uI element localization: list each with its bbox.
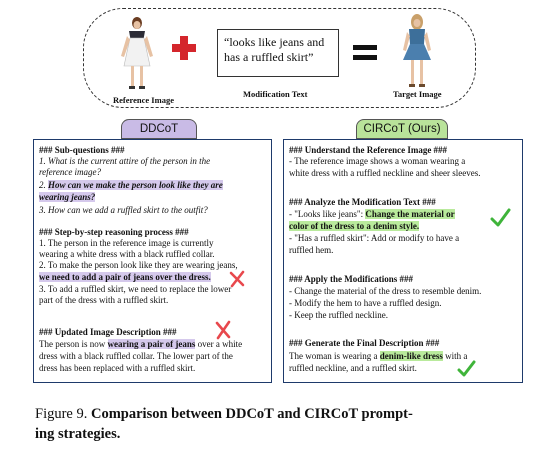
check-icon bbox=[457, 360, 476, 377]
ddcot-updated-heading: ### Updated Image Description ### bbox=[39, 327, 177, 337]
ddcot-q2-line1: 2. How can we make the person look like … bbox=[39, 180, 223, 191]
circot-analyze-line2: color of the dress to a denim style. bbox=[289, 221, 420, 232]
circot-analyze-highlight: Change the material or bbox=[365, 209, 455, 219]
ddcot-tag: DDCoT bbox=[121, 119, 197, 139]
circot-apply-line1: - Change the material of the dress to re… bbox=[289, 286, 482, 296]
ddcot-panel bbox=[33, 139, 272, 383]
ddcot-q1-line2: reference image? bbox=[39, 167, 102, 177]
target-image bbox=[403, 14, 431, 87]
figure-caption-line1: Figure 9. Comparison between DDCoT and C… bbox=[35, 404, 535, 424]
ddcot-desc-line1: The person is now wearing a pair of jean… bbox=[39, 339, 242, 350]
circot-generate-pre: The woman is wearing a bbox=[289, 351, 380, 361]
ddcot-step1-line2: wearing a white dress with a black ruffl… bbox=[39, 249, 215, 259]
modification-text-line1: “looks like jeans and bbox=[224, 35, 325, 49]
reference-image bbox=[121, 17, 153, 89]
ddcot-step3-line2: part of the dress with a ruffled skirt. bbox=[39, 295, 169, 305]
figure-caption: Figure 9. Comparison between DDCoT and C… bbox=[35, 404, 535, 444]
circot-generate-line1: The woman is wearing a denim-like dress … bbox=[289, 351, 467, 362]
ddcot-desc-line3: dress has been replaced with a ruffled s… bbox=[39, 363, 196, 373]
ddcot-desc-line2: dress with a black ruffled collar. The l… bbox=[39, 351, 233, 361]
circot-analyze-line1: - "Looks like jeans": Change the materia… bbox=[289, 209, 455, 220]
ddcot-step3-line1: 3. To add a ruffled skirt, we need to re… bbox=[39, 284, 232, 294]
ddcot-q3: 3. How can we add a ruffled skirt to the… bbox=[39, 205, 208, 215]
circot-understand-line1: - The reference image shows a woman wear… bbox=[289, 156, 466, 166]
check-icon bbox=[490, 208, 511, 227]
ddcot-desc-highlight: wearing a pair of jeans bbox=[107, 339, 196, 349]
figure-caption-bold: Comparison between DDCoT and CIRCoT prom… bbox=[90, 406, 413, 422]
circot-generate-heading: ### Generate the Final Description ### bbox=[289, 338, 440, 348]
ddcot-step2-line1: 2. To make the person look like they are… bbox=[39, 260, 238, 270]
ddcot-subquestions-heading: ### Sub-questions ### bbox=[39, 145, 125, 155]
reference-image-label: Reference Image bbox=[113, 95, 174, 105]
circot-understand-heading: ### Understand the Reference Image ### bbox=[289, 145, 448, 155]
circot-tag: CIRCoT (Ours) bbox=[356, 119, 448, 139]
circot-analyze-line4: ruffled hem. bbox=[289, 245, 334, 255]
equals-icon bbox=[353, 45, 377, 63]
pipeline-panel bbox=[83, 8, 476, 108]
modification-text-box: “looks like jeans and has a ruffled skir… bbox=[217, 29, 339, 77]
target-image-label: Target Image bbox=[393, 89, 442, 99]
ddcot-desc-post: over a white bbox=[195, 339, 243, 349]
figure-caption-line2: ing strategies. bbox=[35, 426, 121, 442]
circot-analyze-heading: ### Analyze the Modification Text ### bbox=[289, 197, 436, 207]
ddcot-q1-line1: 1. What is the current attire of the per… bbox=[39, 156, 211, 166]
circot-understand-line2: white dress with a ruffled neckline and … bbox=[289, 168, 481, 178]
ddcot-q2-highlight: How can we make the person look like the… bbox=[48, 180, 223, 190]
ddcot-step2-highlight: we need to add a pair of jeans over the … bbox=[39, 272, 211, 282]
ddcot-desc-pre: The person is now bbox=[39, 339, 108, 349]
ddcot-step2-line2: we need to add a pair of jeans over the … bbox=[39, 272, 211, 283]
circot-apply-heading: ### Apply the Modifications ### bbox=[289, 274, 414, 284]
circot-analyze-pre: - "Looks like jeans": bbox=[289, 209, 366, 219]
circot-panel bbox=[283, 139, 523, 383]
cross-icon bbox=[229, 270, 245, 288]
circot-generate-line2: ruffled neckline, and a ruffled skirt. bbox=[289, 363, 417, 373]
circot-analyze-highlight2: color of the dress to a denim style. bbox=[289, 221, 420, 231]
ddcot-q2-number: 2. bbox=[39, 180, 48, 190]
cross-icon bbox=[215, 320, 231, 340]
circot-apply-line3: - Keep the ruffled neckline. bbox=[289, 310, 389, 320]
figure-label: Figure 9. bbox=[35, 406, 88, 422]
modification-text-line2: has a ruffled skirt” bbox=[224, 50, 314, 64]
ddcot-step1-line1: 1. The person in the reference image is … bbox=[39, 238, 214, 248]
ddcot-q2-line2: wearing jeans? bbox=[39, 192, 96, 203]
plus-icon bbox=[172, 36, 196, 60]
ddcot-q2-highlight2: wearing jeans? bbox=[39, 192, 96, 202]
circot-generate-highlight: denim-like dress bbox=[379, 351, 443, 361]
circot-apply-line2: - Modify the hem to have a ruffled desig… bbox=[289, 298, 442, 308]
modification-text-label: Modification Text bbox=[243, 89, 308, 99]
circot-generate-post: with a bbox=[442, 351, 468, 361]
ddcot-steps-heading: ### Step-by-step reasoning process ### bbox=[39, 227, 189, 237]
circot-analyze-line3: - "Has a ruffled skirt": Add or modify t… bbox=[289, 233, 460, 243]
